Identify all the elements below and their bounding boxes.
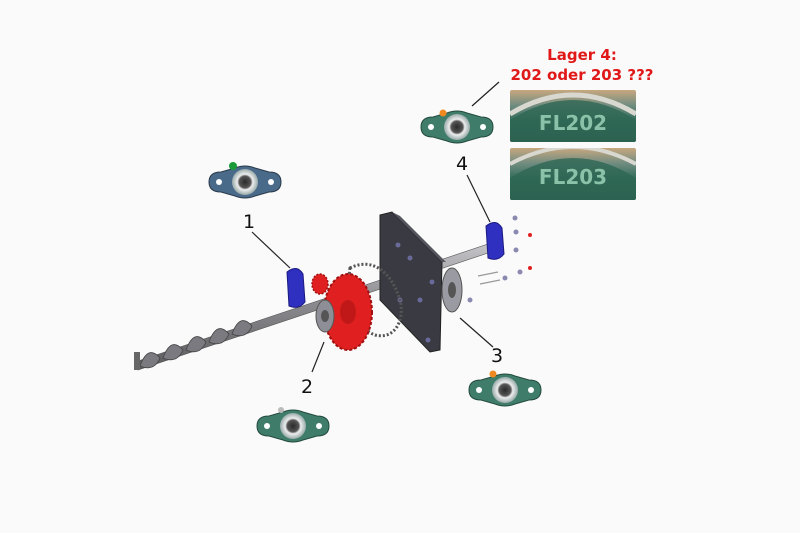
- leader-line-4: [466, 174, 491, 223]
- annotation-title: Lager 4:: [547, 46, 617, 64]
- flange-bearing-1: [208, 162, 282, 199]
- callout-label-4: 4: [456, 153, 469, 175]
- leader-line-question: [471, 81, 500, 107]
- bearing-insert-3: [441, 267, 463, 313]
- blue-housing-4: [485, 222, 505, 260]
- photo-stamp-2: FL203: [539, 165, 607, 189]
- bearing-photo-fl202: FL202: [510, 90, 636, 142]
- mounting-plate: [379, 211, 446, 353]
- flange-bearing-3: [468, 370, 542, 407]
- small-sprocket: [311, 273, 329, 295]
- blue-housing-1: [286, 268, 306, 308]
- annotation-text: 202 oder 203 ???: [510, 66, 654, 84]
- callout-label-2: 2: [301, 376, 314, 398]
- leader-line-1: [251, 231, 291, 269]
- callout-label-3: 3: [491, 345, 504, 367]
- flange-bearing-2: [256, 407, 330, 443]
- bolts: [477, 271, 501, 285]
- photo-stamp-1: FL202: [539, 111, 607, 135]
- annotation-question: Lager 4: 202 oder 203 ???: [492, 45, 672, 85]
- leader-lines: [251, 81, 500, 373]
- large-sprocket: [323, 273, 373, 351]
- flange-bearing-4: [420, 109, 494, 144]
- fasteners: [467, 215, 532, 303]
- bearing-insert-2: [315, 299, 335, 333]
- bearing-photo-fl203: FL203: [510, 148, 636, 200]
- leader-line-2: [311, 341, 325, 373]
- leader-line-3: [459, 317, 494, 348]
- callout-label-1: 1: [243, 211, 256, 233]
